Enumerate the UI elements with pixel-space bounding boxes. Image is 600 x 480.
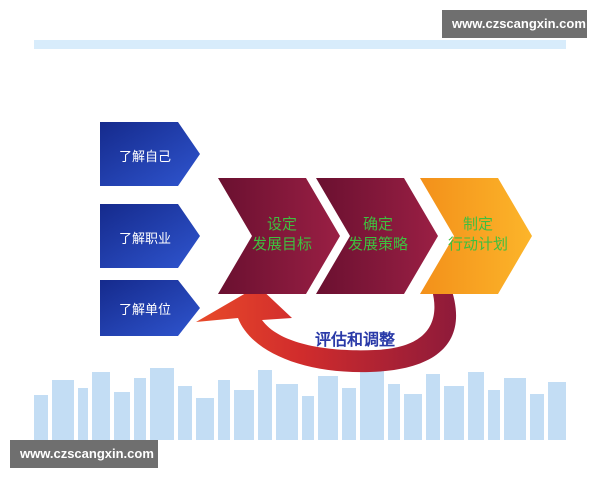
chevron-2 bbox=[316, 178, 438, 294]
left-arrow-1 bbox=[100, 122, 200, 186]
watermark-top: www.czscangxin.com bbox=[442, 10, 587, 38]
chevron-label-line1: 制定 bbox=[462, 215, 493, 233]
left-item-label: 了解自己 bbox=[118, 150, 171, 165]
watermark-bottom: www.czscangxin.com bbox=[10, 440, 158, 468]
chevron-label-line2: 发展目标 bbox=[251, 235, 312, 253]
left-arrow-2 bbox=[100, 204, 200, 268]
chevron-label: 确定 发展策略 bbox=[328, 214, 428, 254]
chevron-label-line2: 发展策略 bbox=[347, 235, 408, 253]
loop-label: 评估和调整 bbox=[314, 330, 395, 349]
chevron-label: 设定 发展目标 bbox=[232, 214, 332, 254]
chevron-label-line2: 行动计划 bbox=[447, 235, 508, 253]
city-skyline bbox=[34, 366, 566, 440]
left-item-label: 了解单位 bbox=[118, 303, 171, 318]
left-item-label: 了解职业 bbox=[118, 232, 171, 247]
chevron-label-line1: 设定 bbox=[266, 215, 297, 233]
chevron-3 bbox=[420, 178, 532, 294]
chevron-label-line1: 确定 bbox=[362, 215, 393, 233]
left-arrow-3 bbox=[100, 280, 200, 336]
chevron-label: 制定 行动计划 bbox=[428, 214, 528, 254]
chevron-1 bbox=[218, 178, 340, 294]
top-banner-strip bbox=[34, 40, 566, 49]
loop-arrow bbox=[196, 285, 457, 373]
